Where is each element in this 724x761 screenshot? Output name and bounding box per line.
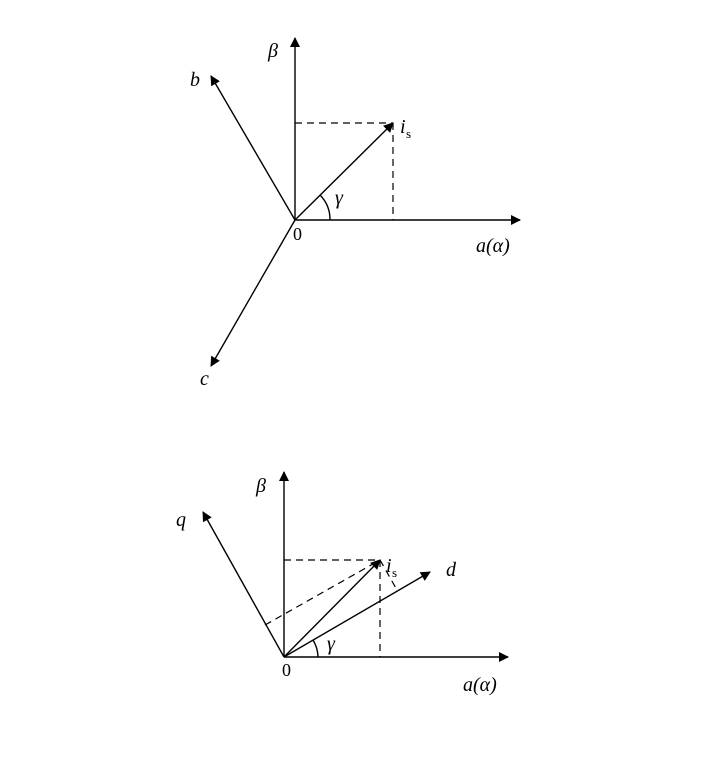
b-axis	[210, 75, 296, 221]
origin-label: 0	[282, 660, 291, 680]
angle-arc	[312, 639, 319, 658]
is-subscript: s	[392, 565, 397, 580]
q-label: q	[176, 509, 186, 531]
projection-d	[379, 559, 398, 591]
is-subscript: s	[406, 126, 411, 141]
angle-arc	[319, 194, 331, 221]
alpha-axis-label: a(α)	[476, 235, 510, 257]
beta-label: β	[267, 40, 278, 62]
beta-label: β	[255, 475, 266, 497]
q-axis	[202, 511, 285, 658]
current-vector-is	[294, 122, 394, 221]
d-axis	[283, 571, 431, 658]
origin-label: 0	[293, 224, 302, 244]
projection-q	[264, 559, 381, 626]
d-label: d	[446, 559, 457, 581]
gamma-label: γ	[335, 187, 344, 209]
alpha-axis-label: a(α)	[463, 674, 497, 696]
gamma-label: γ	[327, 633, 336, 655]
is-label: i	[386, 555, 392, 577]
b-label: b	[190, 69, 200, 91]
c-axis	[210, 219, 296, 367]
abc-diagram: β b c 0 a(α) γ i s	[190, 37, 521, 390]
c-label: c	[200, 368, 209, 390]
current-vector-is	[283, 559, 381, 658]
is-label: i	[400, 116, 406, 138]
dq-diagram: β q d 0 a(α) γ i s	[176, 471, 509, 696]
